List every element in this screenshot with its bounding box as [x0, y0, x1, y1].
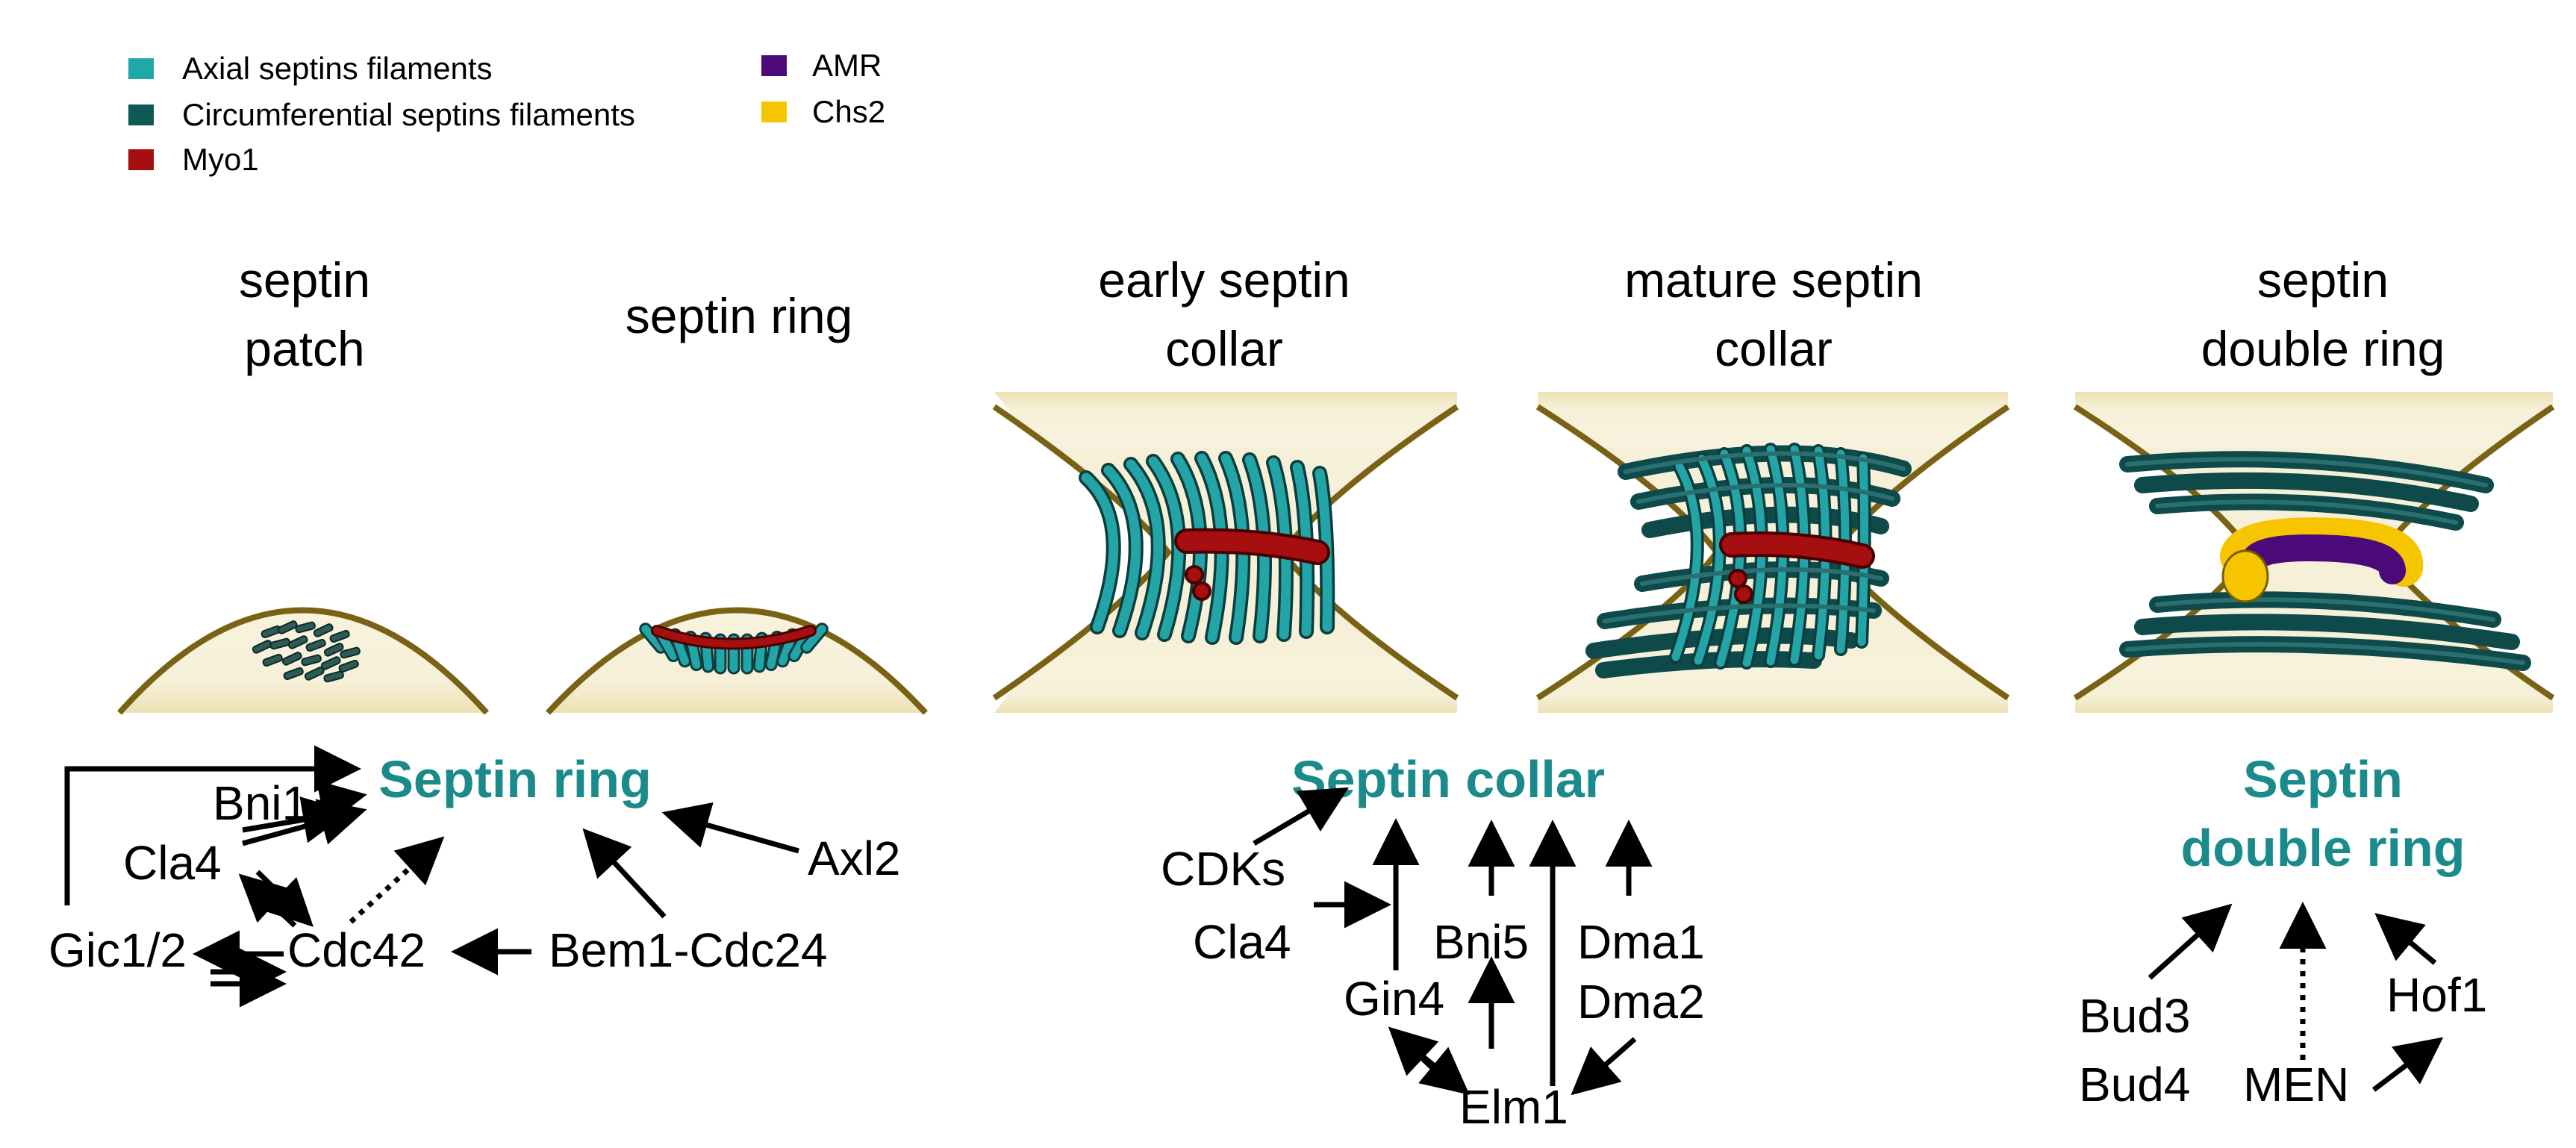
- legend-swatch-circumferential: [128, 104, 154, 125]
- arrow-axl2-septinring: [661, 802, 799, 854]
- arrow-cla4-bni1: [242, 796, 350, 843]
- node-cdc42: Cdc42: [287, 923, 425, 977]
- cell-double-ring: [2060, 392, 2568, 713]
- arrow-gic-septinring: [64, 745, 361, 905]
- stage-titles: septin patch septin ring early septin co…: [239, 252, 2445, 376]
- node-axl2: Axl2: [808, 832, 901, 885]
- double-ring-lower-ring: [2119, 591, 2531, 671]
- network-double-header-line2: double ring: [2180, 819, 2465, 877]
- stage-title-5-line2: double ring: [2201, 321, 2445, 376]
- node-dma2: Dma2: [1577, 975, 1705, 1029]
- stage-title-3-line2: collar: [1165, 321, 1283, 376]
- stage-title-1-line1: septin: [239, 252, 370, 308]
- node-bud4: Bud4: [2079, 1058, 2190, 1111]
- network-ring-header: Septin ring: [378, 750, 652, 808]
- stage-title-4-line2: collar: [1715, 321, 1833, 376]
- legend-label-myo1: Myo1: [182, 142, 259, 177]
- network-double-header-line1: Septin: [2243, 750, 2403, 808]
- stage-title-1-line2: patch: [244, 321, 364, 376]
- cell-early-collar: [978, 392, 1474, 713]
- arrow-elm1-gin4: [1388, 1026, 1454, 1088]
- node-men: MEN: [2243, 1058, 2349, 1111]
- double-ring-chs2: [2221, 549, 2269, 603]
- node-hof1: Hof1: [2386, 968, 2487, 1022]
- node-elm1: Elm1: [1459, 1080, 1568, 1134]
- stage-title-4-line1: mature septin: [1624, 252, 1923, 308]
- arrow-bem1-septinring: [582, 828, 667, 919]
- node-cdks: CDKs: [1161, 842, 1285, 896]
- network-septin-double-ring: Septin double ring Bud3 Bud4 MEN Hof1: [2079, 750, 2487, 1111]
- arrow-cdc42-septinring-dotted: [349, 836, 445, 924]
- network-septin-ring: Septin ring Bni1 Cla4 Gic1/2 Cdc42 Bem1-…: [49, 745, 901, 1008]
- arrow-dma2-elm1: [1571, 1037, 1637, 1096]
- arrow-men-hof1: [2371, 1037, 2444, 1092]
- legend-label-circumferential: Circumferential septins filaments: [182, 97, 635, 132]
- node-dma1: Dma1: [1577, 915, 1705, 969]
- legend-label-amr: AMR: [812, 48, 882, 83]
- arrow-bni1-septinring: [316, 780, 367, 827]
- node-gic12: Gic1/2: [49, 923, 187, 977]
- legend-label-chs2: Chs2: [812, 94, 885, 129]
- legend-swatch-axial: [128, 58, 154, 79]
- legend-swatch-amr: [761, 55, 787, 76]
- arrow-cdks-septincollar: [1253, 787, 1350, 846]
- arrow-cdc42-cla4: [238, 873, 297, 928]
- node-collar-cla4: Cla4: [1193, 915, 1291, 969]
- cell-mature-collar: [1523, 392, 2023, 713]
- stage-title-5-line1: septin: [2257, 252, 2389, 308]
- arrow-bud3-doublering: [2148, 903, 2233, 980]
- legend: Axial septins filaments Circumferential …: [128, 48, 885, 177]
- node-gin4: Gin4: [1344, 972, 1444, 1026]
- network-collar-header: Septin collar: [1291, 750, 1605, 808]
- stage-title-2: septin ring: [626, 288, 853, 343]
- double-ring-amr: [2220, 517, 2424, 603]
- node-bni5: Bni5: [1433, 915, 1529, 969]
- mature-collar-myo1: [1719, 531, 1875, 604]
- node-cla4: Cla4: [123, 836, 222, 890]
- cell-septin-ring: [546, 607, 928, 715]
- node-bud3: Bud3: [2079, 989, 2190, 1043]
- legend-label-axial: Axial septins filaments: [182, 51, 493, 86]
- node-bem1-cdc24: Bem1-Cdc24: [549, 923, 828, 977]
- septin-ring-filaments: [639, 623, 829, 675]
- septin-patch-filaments: [252, 620, 361, 683]
- network-septin-collar: Septin collar CDKs Cla4 Gin4 Bni5 Dma1 D…: [1161, 750, 1705, 1134]
- legend-swatch-chs2: [761, 102, 787, 122]
- cell-septin-patch: [117, 607, 489, 715]
- early-collar-myo1: [1174, 528, 1330, 601]
- arrow-hof1-doublering: [2374, 913, 2437, 965]
- legend-swatch-myo1: [128, 149, 154, 170]
- double-ring-upper-ring: [2119, 451, 2494, 531]
- stage-title-3-line1: early septin: [1098, 252, 1350, 308]
